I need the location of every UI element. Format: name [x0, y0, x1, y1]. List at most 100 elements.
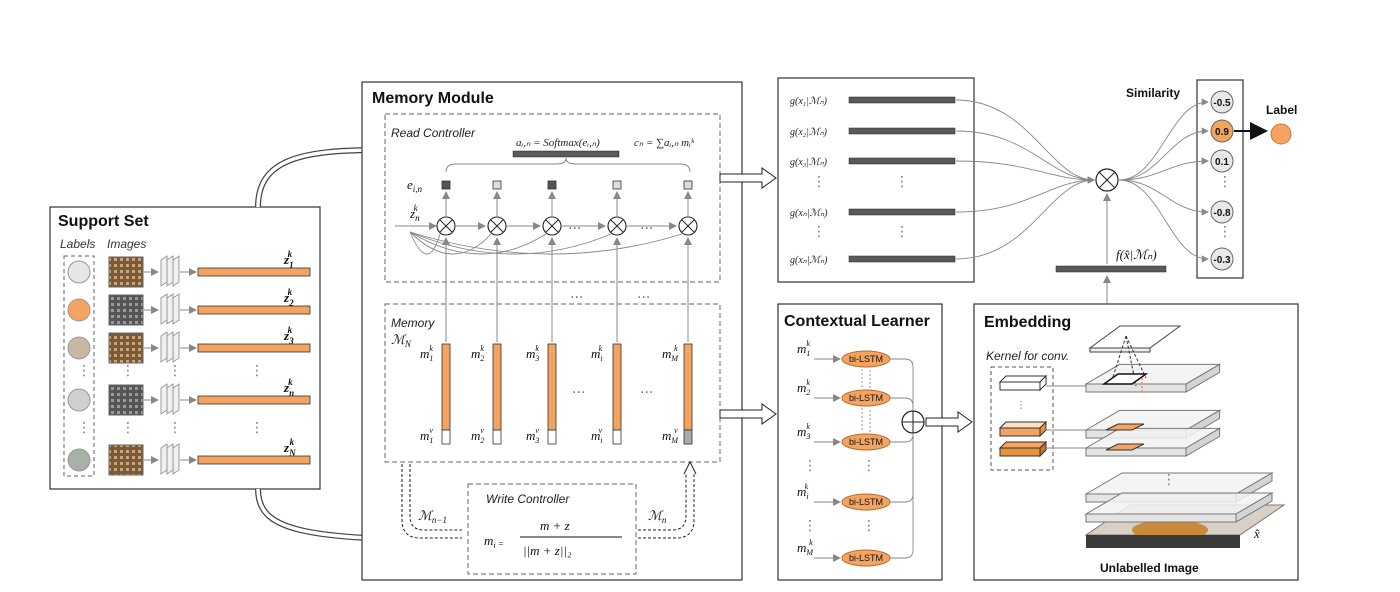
lstm-cell-label: bi-LSTM [849, 497, 883, 507]
read-controller-title: Read Controller [391, 126, 476, 140]
product-to-score-line [1118, 179, 1209, 263]
layer-side [1235, 492, 1273, 523]
g-to-product-line [955, 99, 1095, 184]
vertical-ellipsis: ⋮ [168, 420, 182, 436]
memory-ellipsis-left: ··· [570, 290, 583, 306]
memory-key-label: m2k [471, 344, 484, 363]
cnn-slab [172, 331, 180, 363]
vertical-ellipsis: ⋮ [168, 363, 182, 379]
context-vector-bar [512, 150, 620, 158]
support-embedding-bar [197, 267, 311, 277]
cnn-slab [160, 331, 168, 363]
conv-layer [1084, 427, 1222, 457]
embedding-layers: ⋮ [1084, 363, 1274, 523]
memory-key-bar [492, 343, 502, 431]
cnn-slab [160, 293, 168, 325]
lstm-input-label: m2k [797, 378, 810, 397]
write-controller-panel: Write Controller mi = m + z ||m + z||₂ ℳ… [401, 460, 697, 575]
lstm-input-label: mik [797, 482, 809, 501]
g-ellipsis: ⋮ [895, 174, 909, 190]
g-vector-bar [848, 208, 956, 216]
query-curve [409, 231, 683, 255]
memory-value-cell [683, 429, 693, 445]
memory-key-bar [547, 343, 557, 431]
attention-equation: aᵢ,ₙ = Softmax(eᵢ,ₙ) [516, 137, 600, 149]
memory-value-label: miv [591, 426, 603, 445]
vertical-ellipsis: ⋮ [121, 420, 135, 436]
layer-side [1185, 363, 1221, 393]
cnn-slab [172, 443, 180, 475]
lstm-input-label: mMk [797, 538, 814, 557]
f-vector-bar [1055, 265, 1167, 273]
lstm-output-line [890, 433, 914, 559]
similarity-title: Similarity [1126, 86, 1180, 100]
score-node [1210, 200, 1234, 224]
score-node [1210, 247, 1234, 271]
cnn-slab [160, 255, 168, 287]
g-vector-bar [848, 157, 956, 165]
lstm-ellipsis: ⋮ [803, 518, 817, 534]
lstm-cell-label: bi-LSTM [849, 354, 883, 364]
cnn-slab [172, 293, 180, 325]
attention-brace [445, 157, 691, 173]
support-z-label: znk [283, 377, 294, 398]
memory-value-cell [547, 429, 557, 445]
lstm-output-line [890, 397, 914, 411]
embedding-title: Embedding [984, 314, 1071, 331]
g-rows: g(x₁|ℳₙ)g(x₂|ℳₙ)g(x₃|ℳₙ)g(xₙ|ℳₙ)g(xₙ|ℳₙ)… [790, 96, 1095, 266]
support-embedding-bar [197, 455, 311, 465]
score-value: -0.3 [1213, 255, 1231, 266]
support-image [108, 294, 144, 326]
write-lhs: mi = [484, 533, 504, 550]
score-cell [547, 180, 557, 190]
lstm-ellipsis: ⋮ [862, 458, 876, 474]
memory-value-label: m2v [471, 426, 484, 445]
score-cell [492, 180, 502, 190]
support-embedding-bar [197, 395, 311, 405]
score-value: -0.5 [1213, 98, 1231, 109]
memory-key-bar [683, 343, 693, 431]
g-label: g(xₙ|ℳₙ) [790, 208, 828, 219]
score-cell [612, 180, 622, 190]
label-node [1270, 123, 1292, 145]
x-hat-label: x̂ [1253, 526, 1260, 541]
memory-value-label: m1v [420, 426, 433, 445]
g-label: g(xₙ|ℳₙ) [790, 255, 828, 266]
memory-slot: m2k m2v [409, 180, 541, 445]
vertical-ellipsis: ⋮ [250, 420, 264, 436]
write-numerator: m + z [540, 518, 570, 533]
cnn-slab [166, 331, 174, 363]
cnn-slab [166, 255, 174, 287]
g-ellipsis: ⋮ [812, 174, 826, 190]
score-cell [683, 180, 693, 190]
kernel-label: Kernel for conv. [986, 349, 1069, 363]
cnn-slab [172, 255, 180, 287]
cnn-slab [166, 443, 174, 475]
lstm-input-label: m1k [797, 339, 810, 358]
g-list-panel [777, 77, 975, 283]
write-controller-title: Write Controller [486, 492, 570, 506]
memory-key-bar [441, 343, 451, 431]
support-image [108, 444, 144, 476]
query-curve [409, 231, 492, 255]
kernel-box [990, 366, 1054, 471]
lstm-output-line [890, 358, 914, 411]
memory-key-label: mik [591, 344, 603, 363]
unlabelled-image-label: Unlabelled Image [1100, 561, 1199, 575]
score-cell [441, 180, 451, 190]
memory-value-label: m3v [526, 426, 539, 445]
label-circle [67, 336, 91, 360]
similarity-nodes: -0.50.90.1-0.8-0.3⋮⋮ [1118, 90, 1234, 271]
layer-front [1085, 513, 1237, 523]
score-node [1210, 90, 1234, 114]
support-image [108, 256, 144, 288]
g-ellipsis: ⋮ [812, 224, 826, 240]
product-to-score-line [1118, 157, 1209, 181]
support-embedding-bar [197, 305, 311, 315]
memory-to-learner-arrow [719, 403, 777, 425]
